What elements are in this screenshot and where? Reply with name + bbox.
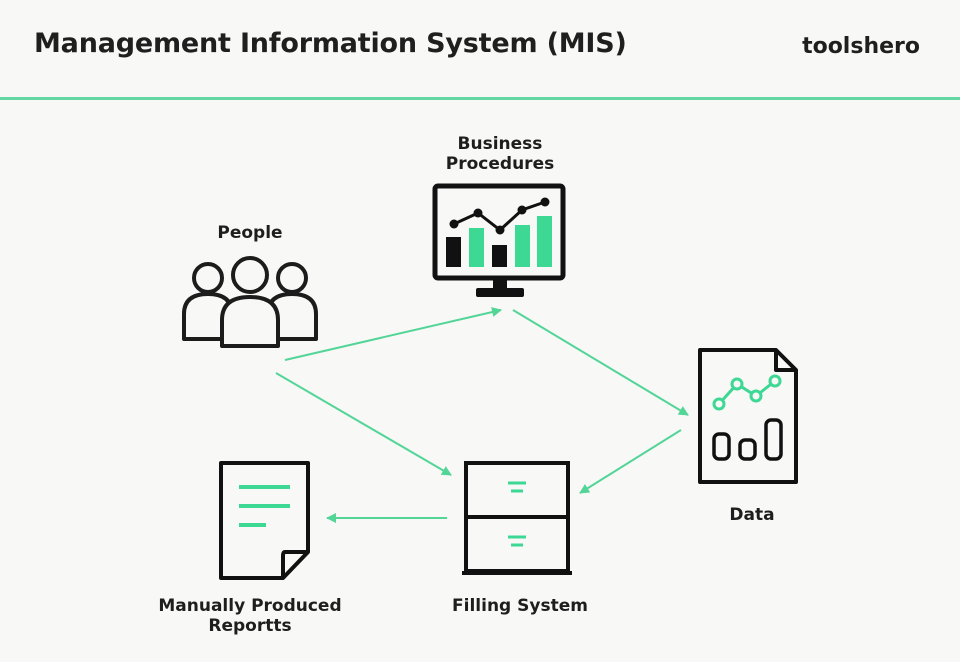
business-procedures-label: Business Procedures xyxy=(430,134,570,174)
people-icon xyxy=(182,256,318,348)
monitor-chart-icon xyxy=(432,183,566,297)
people-label: People xyxy=(217,223,283,243)
report-document-icon xyxy=(219,461,310,580)
arrow-data-to-filing xyxy=(579,429,682,494)
brand-logo-text: toolshero xyxy=(802,34,920,59)
business-label-line1: Business xyxy=(457,134,543,154)
arrow-people-to-filing xyxy=(275,372,452,476)
reports-label-line2: Reportts xyxy=(208,616,292,636)
reports-label: Manually Produced Reportts xyxy=(140,596,360,636)
edges xyxy=(275,307,689,523)
filing-cabinet-icon xyxy=(462,461,572,575)
header-bar: Management Information System (MIS) tool… xyxy=(0,0,960,100)
arrow-business-to-data xyxy=(512,309,689,416)
data-label: Data xyxy=(729,505,775,525)
arrow-people-to-business xyxy=(284,307,502,361)
business-label-line2: Procedures xyxy=(445,154,555,174)
filing-system-label: Filling System xyxy=(452,596,588,616)
reports-label-line1: Manually Produced xyxy=(158,596,342,616)
page-title: Management Information System (MIS) xyxy=(34,28,627,59)
data-document-icon xyxy=(698,348,798,484)
